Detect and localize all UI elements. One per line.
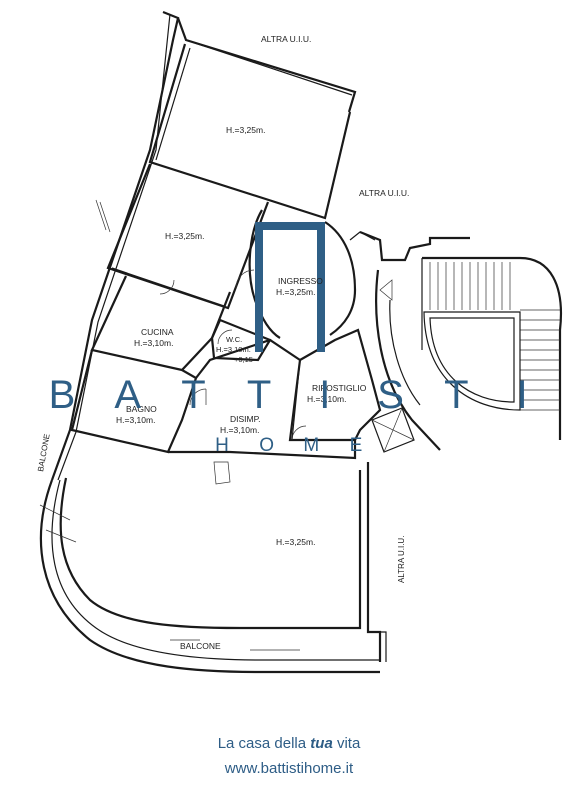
balcony-left-label: BALCONE xyxy=(36,433,52,472)
watermark-letter: S xyxy=(377,373,404,417)
hall-walls xyxy=(168,338,357,460)
outer-walls xyxy=(39,10,387,674)
watermark-letter: B xyxy=(49,373,76,417)
footer-tagline: La casa della tua vita xyxy=(0,735,578,752)
neighbour-right-vertical-label: ALTRA U.I.U. xyxy=(397,536,406,583)
watermark-letter: T xyxy=(181,373,205,417)
watermark-letter: T xyxy=(247,373,271,417)
wc-walls xyxy=(210,318,272,362)
watermark-subtitle-letter: M xyxy=(303,435,319,456)
brand-logo-mark xyxy=(255,222,325,352)
wc-step: +0,15 xyxy=(234,355,253,364)
watermark-subtitle-letter: O xyxy=(259,435,274,456)
door-swings xyxy=(39,199,393,651)
second-bedroom xyxy=(106,163,270,310)
watermark-subtitle-letter: E xyxy=(350,435,363,456)
bagno-name: BAGNO xyxy=(126,404,157,414)
neighbour-right-label: ALTRA U.I.U. xyxy=(359,188,409,198)
disimp-name: DISIMP. xyxy=(230,414,261,424)
tagline-suffix: vita xyxy=(332,735,361,752)
tagline-emphasis: tua xyxy=(310,735,333,752)
cucina-height: H.=3,10m. xyxy=(134,338,173,348)
bathroom-walls xyxy=(70,349,198,454)
disimp-height: H.=3,10m. xyxy=(220,425,259,435)
ripostiglio-name: RIPOSTIGLIO xyxy=(312,383,367,393)
neighbour-top-label: ALTRA U.I.U. xyxy=(261,34,311,44)
website-link[interactable]: www.battistihome.it xyxy=(224,760,354,777)
storage-walls xyxy=(291,328,382,441)
balcony-bottom-label: BALCONE xyxy=(180,641,221,651)
wc-height: H.=3,10m. xyxy=(216,345,251,354)
staircase xyxy=(375,256,562,451)
ingresso-name: INGRESSO xyxy=(278,276,323,286)
cucina-name: CUCINA xyxy=(141,327,174,337)
shaft xyxy=(371,407,415,453)
ingresso-height: H.=3,25m. xyxy=(276,287,315,297)
watermark-letter: I xyxy=(319,373,330,417)
watermark-subtitle-letter: H xyxy=(215,435,229,456)
tagline-prefix: La casa della xyxy=(217,735,311,752)
footer-website[interactable]: www.battistihome.it xyxy=(0,760,578,777)
living-room-height: H.=3,25m. xyxy=(276,537,315,547)
top-room-height: H.=3,25m. xyxy=(226,125,265,135)
watermark-letter: T xyxy=(444,373,468,417)
wc-name: W.C. xyxy=(226,335,242,344)
kitchen-walls xyxy=(90,275,232,372)
second-room-height: H.=3,25m. xyxy=(165,231,204,241)
watermark-letter: I xyxy=(516,373,527,417)
watermark-letter: A xyxy=(114,373,141,417)
bagno-height: H.=3,10m. xyxy=(116,415,155,425)
top-bedroom xyxy=(148,43,352,220)
ripostiglio-height: H.=3,10m. xyxy=(307,394,346,404)
